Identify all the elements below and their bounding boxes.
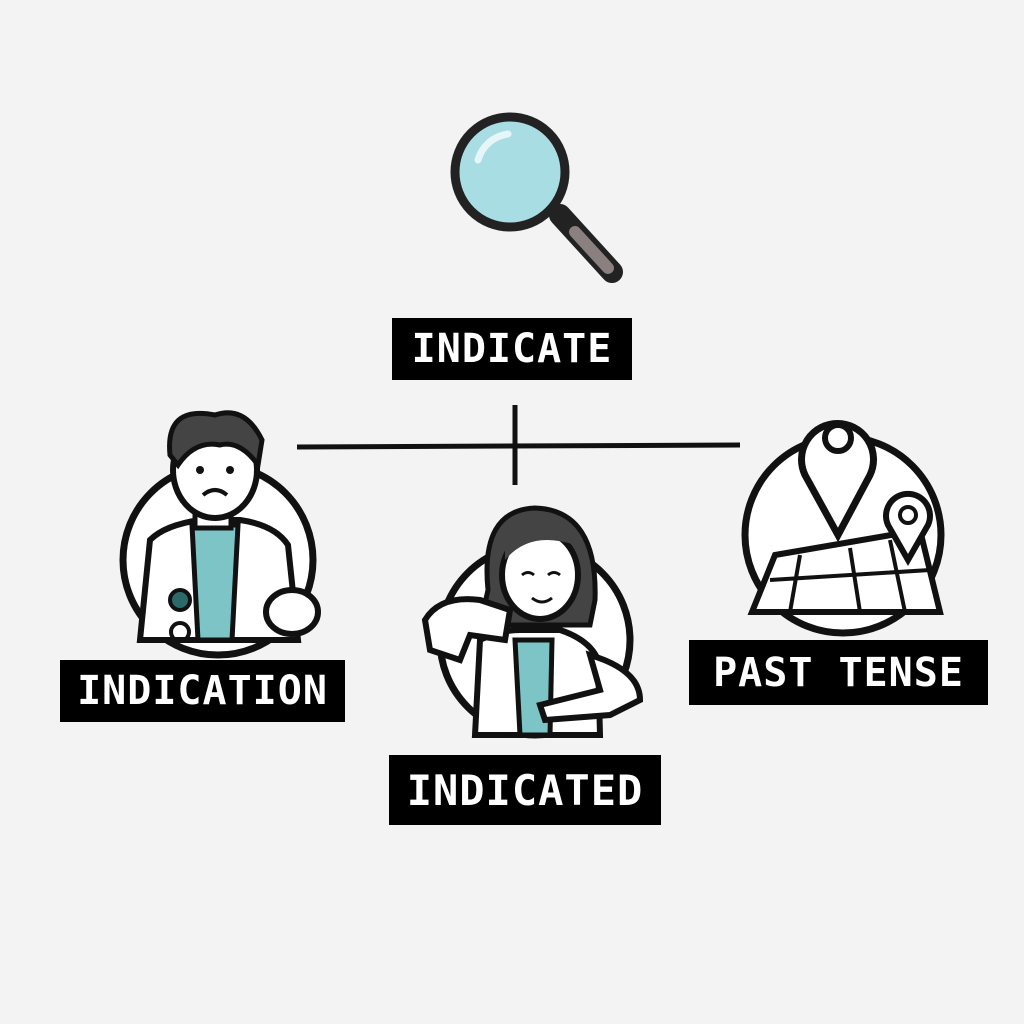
doctor-woman-icon [421,505,644,739]
label-indication: INDICATION [60,660,345,722]
connector-lines [296,405,741,485]
label-indicate: INDICATE [392,318,632,380]
magnifying-glass-icon [450,112,623,283]
label-indicated: INDICATED [389,755,661,825]
doctor-man-icon [119,410,321,659]
label-past-tense: PAST TENSE [689,640,988,705]
map-pin-icon [741,420,945,637]
